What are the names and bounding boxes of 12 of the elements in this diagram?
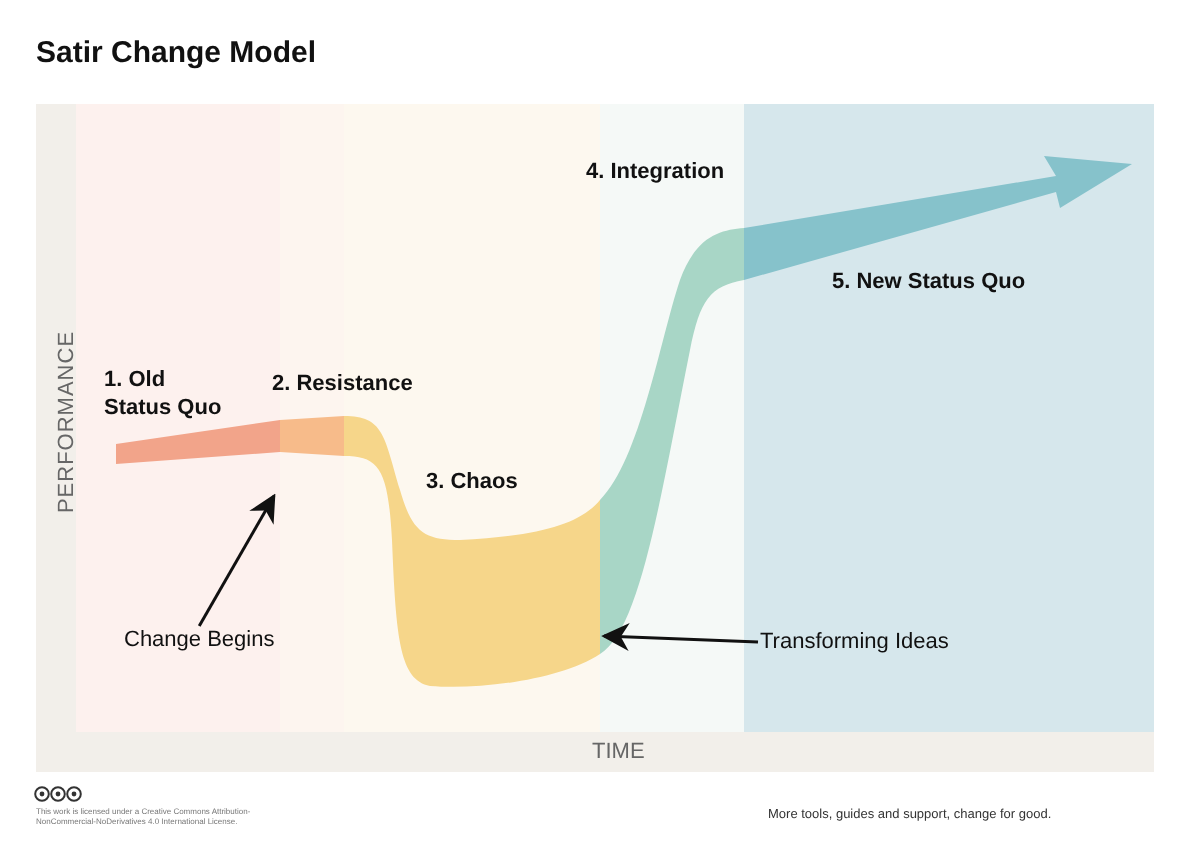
annotation-text: Change Begins [124,628,275,652]
diagram-title: Satir Change Model [36,36,317,70]
arrow [197,493,276,627]
stage-label: 2. Resistance [272,372,413,396]
stage-label: 1. Old Status Quo [104,366,224,422]
stage-label: 3. Chaos [426,470,518,494]
stage-label: 4. Integration [586,160,725,184]
axis-label: TIME [592,740,645,764]
arrow [601,623,759,651]
axis-label: PERFORMANCE [55,330,80,514]
annotation-text: Transforming Ideas [760,630,949,654]
stage-label: 5. New Status Quo [832,270,1026,294]
